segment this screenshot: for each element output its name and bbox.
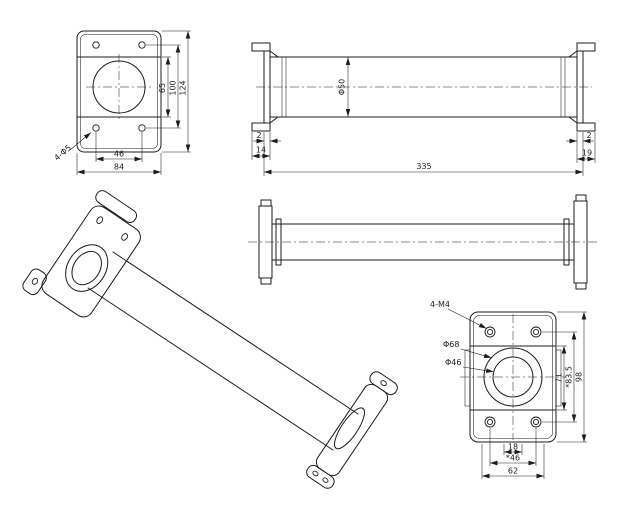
dim-back-overall-height: 98 — [575, 372, 584, 382]
plan-left-top-tab — [260, 199, 272, 207]
dim-front-hole-pitch-horizontal: 46 — [114, 150, 124, 159]
left-bend-line — [269, 116, 279, 124]
iso-tube-upper-edge — [112, 251, 359, 415]
iso-end-tab-hole — [312, 470, 319, 477]
front-corner-hole — [138, 41, 146, 49]
plan-right-bottom-tab — [575, 282, 587, 290]
front-corner-hole — [92, 124, 100, 132]
front-plate-outline — [76, 30, 162, 153]
dim-overall-length: 335 — [416, 162, 431, 171]
callout-boss-diameter: Φ68 — [443, 340, 459, 349]
dim-back-overall-width: 62 — [508, 467, 518, 476]
iso-end-top-tab — [369, 371, 398, 396]
dim-right-flange-offset: 19 — [582, 149, 592, 158]
side-right-top-hook — [576, 42, 596, 52]
iso-end-plate — [315, 383, 389, 477]
back-right-side-tab — [555, 349, 562, 407]
callout-back-tapped-holes: 4-M4 — [430, 300, 450, 309]
dim-front-hole-pitch-vertical: 100 — [169, 80, 178, 95]
iso-tab-hole — [31, 277, 39, 285]
back-view: 4-M4 Φ68 Φ46 71 *83.5 98 — [430, 300, 587, 479]
side-left-bottom-hook — [251, 122, 271, 132]
iso-flange-top-tab — [95, 190, 138, 223]
plan-right-top-tab — [575, 194, 587, 202]
front-plate-inner-edge — [80, 34, 158, 149]
side-right-bottom-hook — [576, 122, 596, 132]
iso-end-tab-hole — [380, 380, 387, 387]
isometric-view — [22, 190, 398, 489]
dim-back-slot-width: 18 — [508, 443, 518, 452]
dim-back-band-height: 71 — [555, 373, 564, 383]
dim-front-overall-width: 84 — [114, 163, 124, 172]
plan-left-collar — [275, 218, 282, 266]
plan-view — [248, 194, 598, 290]
side-left-top-hook — [251, 42, 271, 52]
dim-back-hole-pitch-vertical: *83.5 — [565, 366, 574, 388]
side-view: Φ50 2 14 335 2 19 — [251, 42, 596, 176]
back-left-side-tab — [464, 349, 471, 407]
iso-flange-side-tab — [22, 268, 47, 296]
dim-left-flange-offset: 14 — [256, 146, 266, 155]
iso-end-flange — [306, 371, 398, 489]
iso-tube-lower-edge — [87, 287, 334, 451]
iso-end-bottom-tab — [306, 464, 335, 489]
front-dimensions: 65 100 124 46 84 4-Φ5 — [53, 30, 191, 175]
right-bend-line — [568, 50, 578, 58]
left-bend-line — [269, 50, 279, 58]
dim-right-flange-thickness: 2 — [586, 131, 591, 140]
dim-front-overall-height: 124 — [179, 80, 188, 95]
iso-bore-opening — [71, 250, 102, 286]
iso-corner-hole — [121, 233, 128, 241]
iso-tube-end-ellipse — [334, 407, 365, 450]
dim-tube-diameter: Φ50 — [338, 79, 347, 95]
front-view: 65 100 124 46 84 4-Φ5 — [53, 30, 191, 175]
dim-front-band-height: 65 — [158, 83, 167, 93]
side-dimensions: Φ50 2 14 335 2 19 — [251, 57, 596, 176]
iso-flange-plate — [41, 205, 141, 318]
dim-left-flange-thickness: 2 — [256, 131, 261, 140]
iso-collar-opening — [65, 244, 109, 292]
front-corner-hole — [138, 124, 146, 132]
plan-right-collar — [563, 218, 570, 266]
callout-bore-diameter: Φ46 — [445, 358, 461, 367]
dim-back-hole-pitch-horizontal: *46 — [506, 454, 520, 463]
back-tapped-holes — [484, 326, 542, 428]
iso-front-flange — [22, 190, 141, 318]
iso-corner-hole — [96, 216, 104, 224]
front-corner-hole — [92, 41, 100, 49]
callout-front-holes: 4-Φ5 — [53, 143, 74, 162]
iso-end-tab-hole — [322, 477, 329, 483]
plan-left-bottom-tab — [260, 277, 272, 285]
right-bend-line — [568, 116, 578, 124]
back-dimensions: 4-M4 Φ68 Φ46 71 *83.5 98 — [430, 300, 587, 479]
